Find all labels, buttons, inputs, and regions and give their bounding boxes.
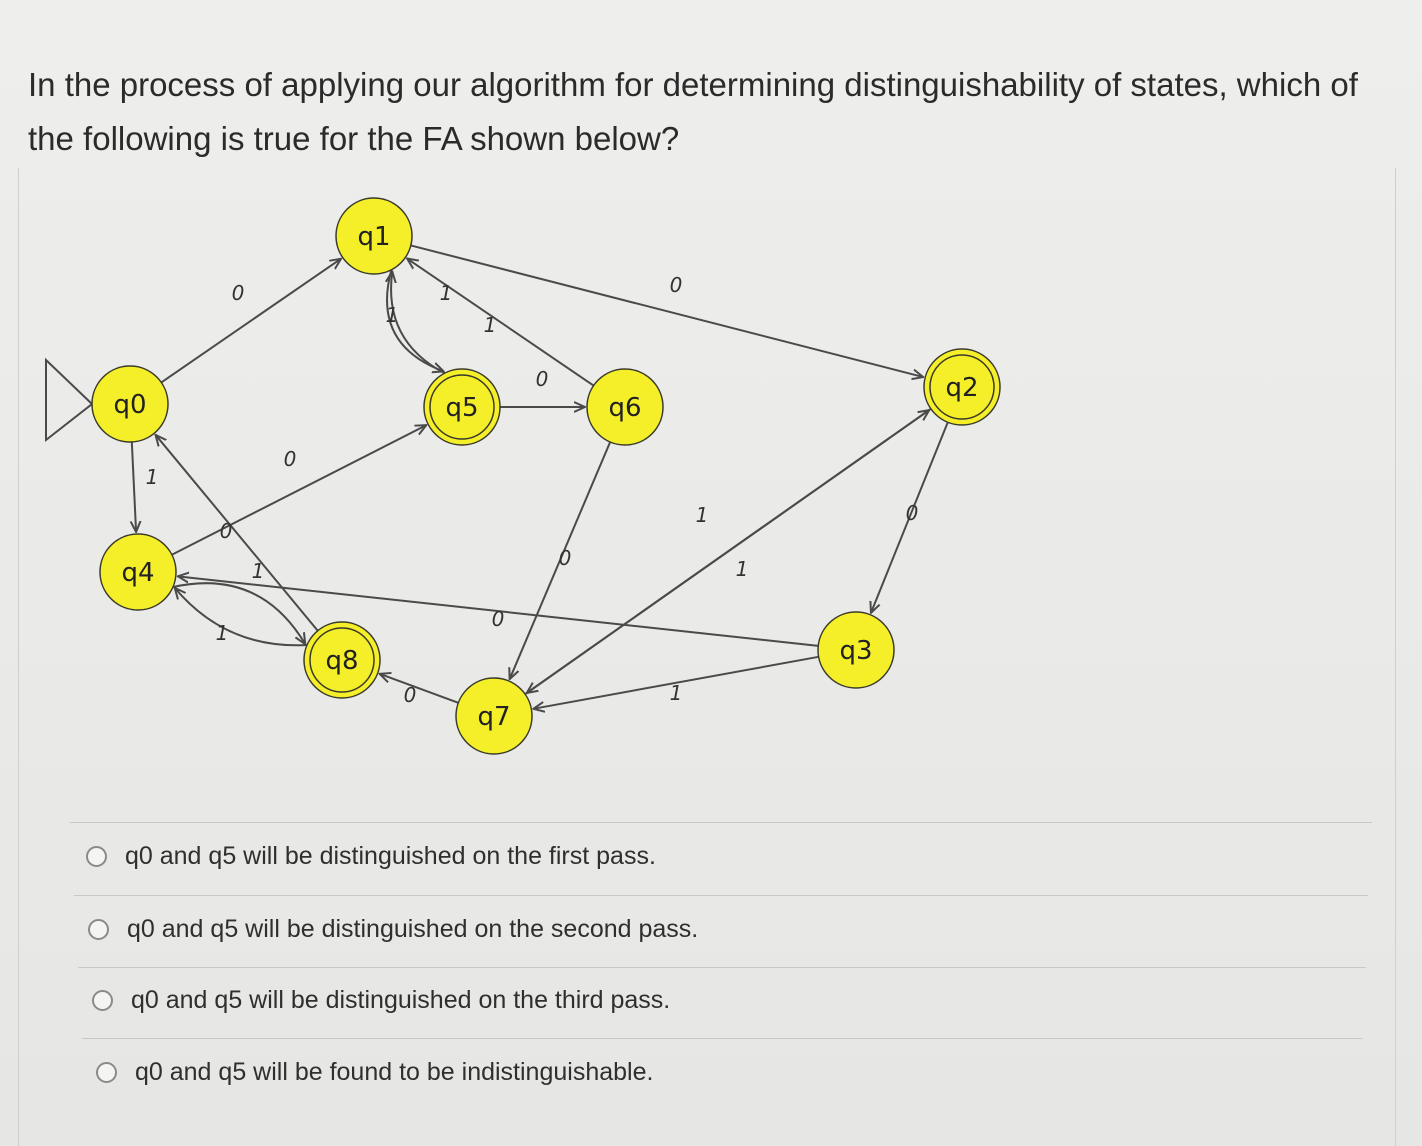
transition-q7-q8 [380,674,459,704]
transition-label-q1-q2: 0 [670,273,683,297]
transition-label-q7-q2: 1 [696,503,709,527]
state-label: q1 [357,222,390,252]
option-first-pass[interactable]: q0 and q5 will be distinguished on the f… [86,842,656,871]
transition-label-q3-q4: 0 [492,607,505,631]
state-label: q0 [113,390,146,420]
transition-edges [132,244,949,709]
radio-button[interactable] [88,919,109,940]
state-circle [423,368,501,446]
state-nodes: q0 q1 q2 q3 q4 q5 q6 q7 q8 [45,197,1001,755]
state-q3: q3 [817,611,895,689]
state-circle [923,348,1001,426]
question-line-1: In the process of applying our algorithm… [28,66,1358,103]
state-label: q3 [839,636,872,666]
divider [70,822,1372,823]
state-label: q2 [945,373,978,403]
divider [74,895,1368,896]
transition-q5-q1 [391,272,446,375]
state-label: q6 [608,393,641,423]
option-label: q0 and q5 will be distinguished on the f… [125,842,656,870]
question-line-2: the following is true for the FA shown b… [28,120,680,157]
state-circle [91,365,169,443]
transition-q6-q1 [407,259,595,387]
option-label: q0 and q5 will be distinguished on the s… [127,915,699,943]
transition-q2-q3 [871,421,949,613]
transition-q4-q5 [171,425,426,556]
transition-q2-q7 [527,408,932,693]
option-label: q0 and q5 will be found to be indistingu… [135,1058,654,1086]
accepting-ring [929,354,995,420]
transition-label-q8-q0: 0 [220,519,233,543]
state-q8: q8 [303,621,381,699]
transition-q1-q5 [386,269,444,372]
state-circle [817,611,895,689]
content-panel [18,168,1396,1146]
transition-label-q1-q5: 1 [386,303,399,327]
transition-label-q8-q4: 1 [216,621,229,645]
state-q5: q5 [423,368,501,446]
transition-label-q3-q7: 1 [670,681,683,705]
state-q4: q4 [99,533,177,611]
state-circle [455,677,533,755]
radio-button[interactable] [96,1062,117,1083]
transition-label-q0-q4: 1 [146,465,159,489]
transition-q6-q7 [510,441,612,679]
transition-q1-q2 [410,244,923,377]
option-second-pass[interactable]: q0 and q5 will be distinguished on the s… [88,915,698,944]
state-label: q5 [445,393,478,423]
state-q2: q2 [923,348,1001,426]
option-indistinguishable[interactable]: q0 and q5 will be found to be indistingu… [96,1058,653,1087]
transition-q0-q1 [160,259,341,384]
transition-q3-q4 [178,576,819,647]
divider [78,967,1366,968]
transition-label-q5-q1: 1 [440,281,453,305]
transition-label-q2-q3: 0 [906,501,919,525]
question-text: In the process of applying our algorithm… [28,58,1408,166]
state-q6: q6 [586,368,664,446]
option-label: q0 and q5 will be distinguished on the t… [131,986,671,1014]
radio-button[interactable] [92,990,113,1011]
state-label: q7 [477,702,510,732]
state-circle [99,533,177,611]
transition-label-q4-q5: 0 [284,447,297,471]
state-q0: q0 [91,365,169,443]
state-q1: q1 [335,197,413,275]
transition-label-q6-q7: 0 [559,546,572,570]
transition-label-q6-q1: 1 [484,313,497,337]
radio-button[interactable] [86,846,107,867]
transition-label-q7-q8: 0 [404,683,417,707]
state-q7: q7 [455,677,533,755]
state-label: q8 [325,646,358,676]
transition-q0-q4 [132,441,136,532]
transition-label-q2-q7: 1 [736,557,749,581]
state-label: q4 [121,558,154,588]
divider [82,1038,1362,1039]
transition-q8-q0 [156,435,319,632]
state-circle [303,621,381,699]
transition-q8-q4 [175,588,308,647]
transition-q4-q8 [172,582,305,644]
transition-label-q0-q1: 0 [232,281,245,305]
transition-q3-q7 [533,655,819,709]
accepting-ring [429,374,495,440]
start-state-marker [45,357,94,443]
state-circle [586,368,664,446]
option-third-pass[interactable]: q0 and q5 will be distinguished on the t… [92,986,670,1015]
transition-label-q5-q6: 0 [536,367,549,391]
accepting-ring [309,627,375,693]
state-circle [335,197,413,275]
transition-label-q4-q8: 1 [252,559,265,583]
